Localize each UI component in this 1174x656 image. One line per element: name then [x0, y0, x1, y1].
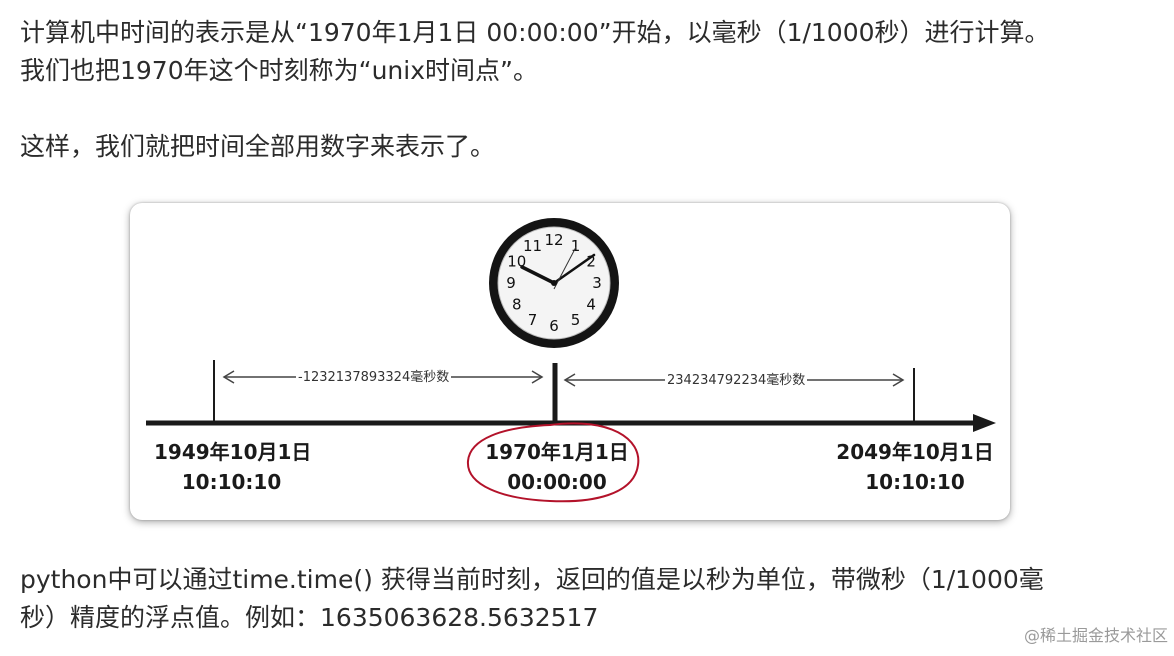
right-date-label: 2049年10月1日 10:10:10	[835, 437, 995, 497]
intro-line-2: 我们也把1970年这个时刻称为“unix时间点”。	[20, 56, 538, 85]
python-line-1: python中可以通过time.time() 获得当前时刻，返回的值是以秒为单位…	[20, 565, 1044, 594]
right-time: 10:10:10	[865, 470, 965, 494]
clock-numeral: 11	[523, 237, 542, 255]
right-span-arrow-end	[892, 373, 905, 387]
second-hand	[553, 246, 577, 290]
clock-numeral: 4	[586, 296, 596, 314]
center-time: 00:00:00	[507, 470, 607, 494]
left-span-label: -1232137893324毫秒数	[296, 370, 452, 386]
left-date-label: 1949年10月1日 10:10:10	[154, 437, 312, 497]
clock-numeral: 12	[544, 231, 563, 249]
watermark: @稀土掘金技术社区	[1023, 626, 1168, 645]
clock-numeral: 7	[528, 311, 538, 329]
right-span-label: 234234792234毫秒数	[665, 373, 808, 389]
summary-paragraph: 这样，我们就把时间全部用数字来表示了。	[20, 132, 496, 161]
center-date-label: 1970年1月1日 00:00:00	[482, 437, 632, 497]
right-span-arrow-start	[563, 373, 576, 387]
hour-hand	[520, 265, 556, 285]
clock-numeral: 8	[512, 296, 522, 314]
minute-hand	[552, 253, 596, 285]
left-time: 10:10:10	[181, 470, 282, 494]
intro-line-1: 计算机中时间的表示是从“1970年1月1日 00:00:00”开始，以毫秒（1/…	[20, 18, 1050, 47]
python-paragraph: python中可以通过time.time() 获得当前时刻，返回的值是以秒为单位…	[20, 561, 1044, 637]
clock-numeral: 9	[506, 274, 516, 292]
left-span-arrow-start	[222, 370, 235, 384]
right-date: 2049年10月1日	[836, 440, 994, 464]
center-date-highlight	[466, 422, 640, 503]
clock-numeral: 3	[592, 274, 602, 292]
clock-numeral: 2	[586, 253, 596, 271]
clock-numeral: 6	[549, 317, 559, 335]
center-date: 1970年1月1日	[485, 440, 629, 464]
clock-numeral: 1	[571, 237, 581, 255]
left-date: 1949年10月1日	[154, 440, 312, 464]
left-span-arrow-end	[531, 370, 544, 384]
timeline-arrowhead	[973, 414, 996, 432]
python-line-2: 秒）精度的浮点值。例如：1635063628.5632517	[20, 603, 599, 632]
clock-numeral: 5	[571, 311, 581, 329]
intro-paragraph: 计算机中时间的表示是从“1970年1月1日 00:00:00”开始，以毫秒（1/…	[20, 14, 1050, 90]
